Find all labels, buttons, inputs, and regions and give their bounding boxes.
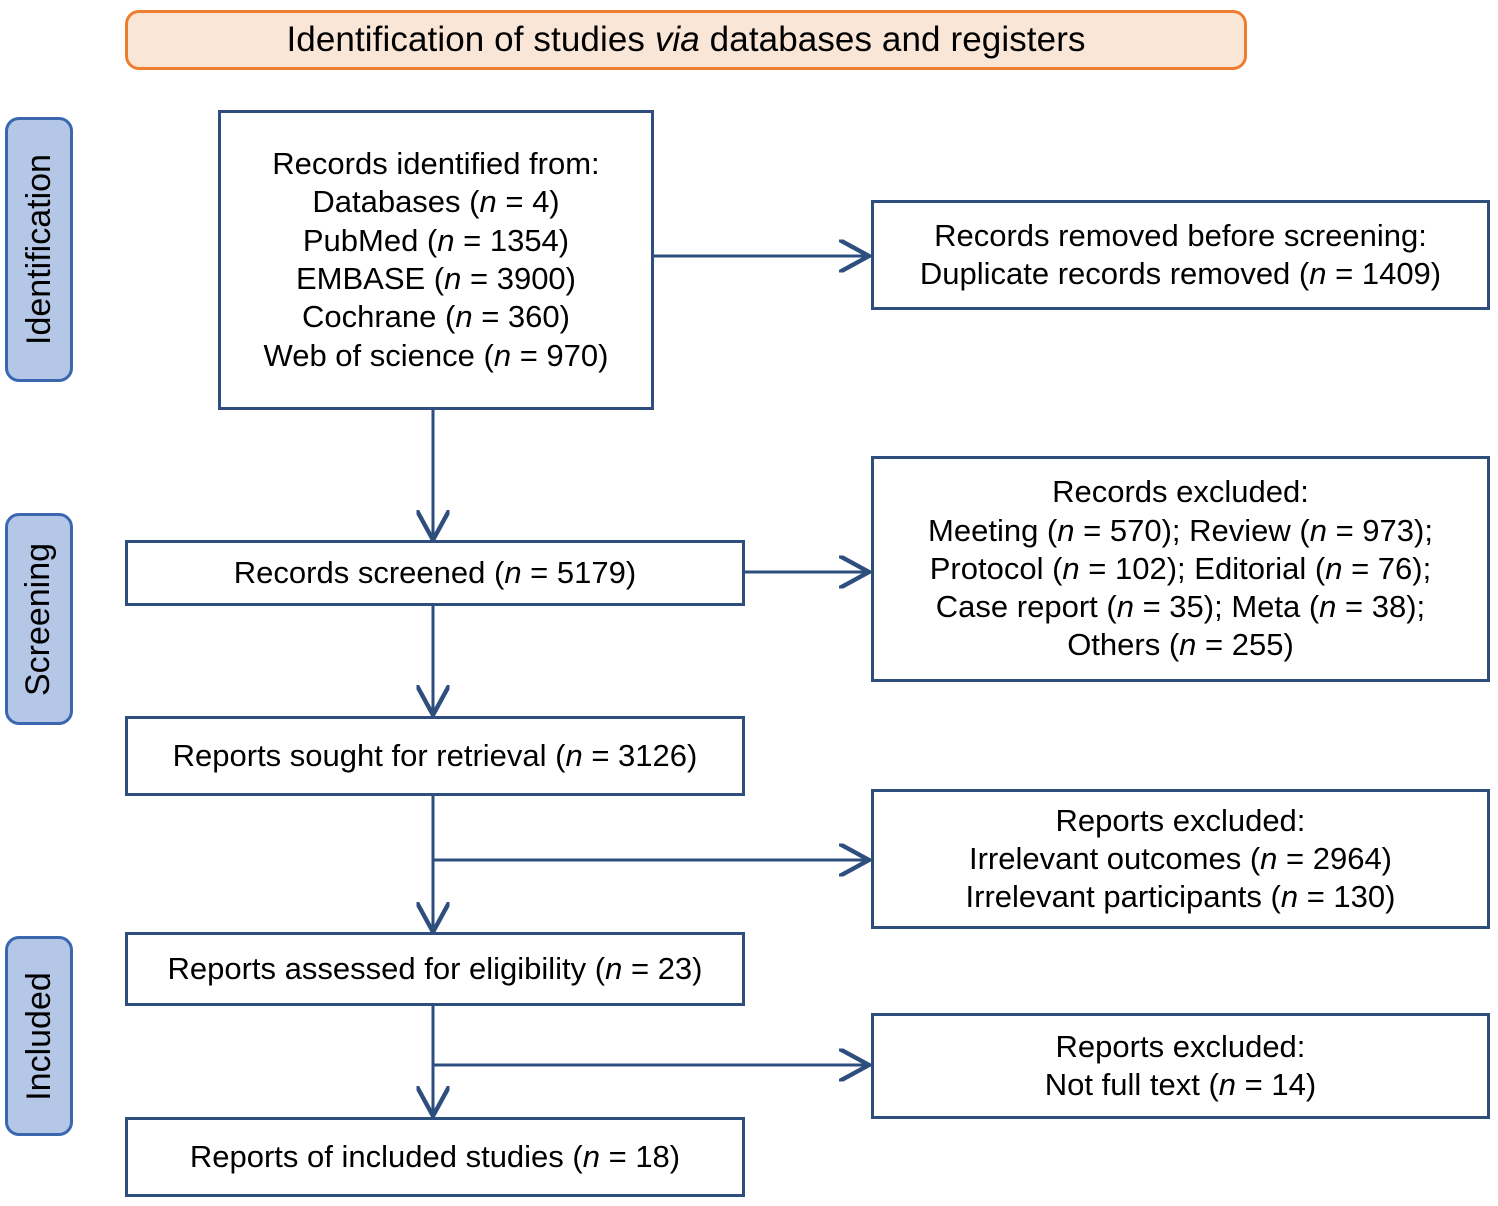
box-reports-excluded-outcomes: Reports excluded:Irrelevant outcomes (n … — [871, 789, 1490, 929]
box-reports-assessed: Reports assessed for eligibility (n = 23… — [125, 932, 745, 1006]
box-records-removed-text: Records removed before screening:Duplica… — [919, 217, 1442, 291]
stage-tab-included: Included — [5, 936, 73, 1136]
phase-banner: Identification of studies via databases … — [125, 10, 1247, 70]
phase-banner-label: Identification of studies via databases … — [286, 20, 1086, 59]
box-reports-excluded-fulltext: Reports excluded:Not full text (n = 14) — [871, 1013, 1490, 1119]
box-reports-excluded-outcomes-text: Reports excluded:Irrelevant outcomes (n … — [965, 802, 1396, 915]
box-reports-sought: Reports sought for retrieval (n = 3126) — [125, 716, 745, 796]
box-reports-assessed-text: Reports assessed for eligibility (n = 23… — [167, 950, 703, 986]
stage-tab-included-label: Included — [19, 971, 58, 1101]
box-reports-excluded-fulltext-text: Reports excluded:Not full text (n = 14) — [1044, 1028, 1317, 1102]
box-reports-sought-text: Reports sought for retrieval (n = 3126) — [172, 737, 698, 773]
stage-tab-identification: Identification — [5, 117, 73, 382]
box-records-identified: Records identified from:Databases (n = 4… — [218, 110, 654, 410]
box-records-screened-text: Records screened (n = 5179) — [233, 554, 637, 590]
box-records-screened: Records screened (n = 5179) — [125, 540, 745, 606]
stage-tab-screening: Screening — [5, 513, 73, 725]
stage-tab-identification-label: Identification — [19, 154, 58, 345]
box-reports-included-text: Reports of included studies (n = 18) — [189, 1138, 681, 1174]
box-reports-included: Reports of included studies (n = 18) — [125, 1117, 745, 1197]
stage-tab-screening-label: Screening — [19, 542, 58, 696]
box-records-excluded: Records excluded:Meeting (n = 570); Revi… — [871, 456, 1490, 682]
box-records-identified-text: Records identified from:Databases (n = 4… — [263, 146, 609, 373]
box-records-excluded-text: Records excluded:Meeting (n = 570); Revi… — [928, 474, 1433, 663]
box-records-removed: Records removed before screening:Duplica… — [871, 200, 1490, 310]
